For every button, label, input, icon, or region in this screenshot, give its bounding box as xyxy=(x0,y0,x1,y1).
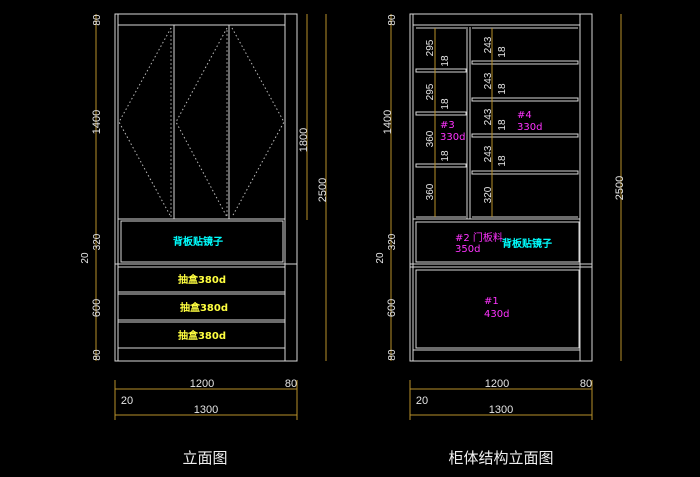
dimension-label: 1200 xyxy=(485,378,509,390)
dimension-label: 80 xyxy=(387,349,398,361)
dimension-label: 20 xyxy=(80,252,91,264)
right-vertical-dimensions: 80 1400 320 20 600 80 2500 xyxy=(375,14,626,361)
left-horizontal-dimensions: 1200 80 20 1300 xyxy=(114,378,298,420)
dimension-label: 243 xyxy=(483,145,494,162)
dimension-label: 320 xyxy=(387,233,398,250)
dimension-label: 2500 xyxy=(317,178,329,202)
drawer-label: 抽盒380d xyxy=(180,301,228,314)
tag-4-depth: 330d xyxy=(517,122,542,133)
dimension-label: 295 xyxy=(425,83,436,100)
dimension-label: 20 xyxy=(121,395,133,407)
dimension-label: 295 xyxy=(425,39,436,56)
dimension-label: 80 xyxy=(285,378,297,390)
dimension-label: 360 xyxy=(425,130,436,147)
dimension-label: 18 xyxy=(440,150,451,162)
drawer-1[interactable] xyxy=(117,266,286,293)
tag-3: #3 xyxy=(440,120,455,131)
tag-3-depth: 330d xyxy=(440,132,465,143)
dimension-label: 243 xyxy=(483,72,494,89)
dimension-label: 600 xyxy=(91,299,103,317)
left-column-shelves xyxy=(415,27,467,218)
dimension-label: 1300 xyxy=(489,404,513,416)
dimension-label: 1300 xyxy=(194,404,218,416)
right-horizontal-dimensions: 1200 80 20 1300 xyxy=(409,378,593,420)
dimension-label: 18 xyxy=(440,55,451,67)
dimension-label: 18 xyxy=(497,46,508,58)
tag-2: #2 门板料 xyxy=(455,231,503,244)
dimension-label: 1800 xyxy=(298,128,310,152)
mirror-label: 背板贴镜子 xyxy=(173,235,223,248)
left-vertical-dimensions: 80 1400 320 20 600 80 1800 2500 xyxy=(80,14,329,361)
dimension-label: 18 xyxy=(497,155,508,167)
mirror-label: 背板贴镜子 xyxy=(502,237,552,250)
left-column-dims: 295 18 295 18 360 18 360 xyxy=(425,39,451,200)
dimension-label: 18 xyxy=(497,119,508,131)
drawer-2[interactable] xyxy=(117,293,286,321)
right-title: 柜体结构立面图 xyxy=(448,449,553,467)
dimension-label: 1400 xyxy=(382,110,394,134)
dimension-label: 320 xyxy=(92,233,103,250)
left-title: 立面图 xyxy=(182,449,227,467)
drawer-label: 抽盒380d xyxy=(178,273,226,286)
drawer-label: 抽盒380d xyxy=(178,329,226,342)
right-column-shelves xyxy=(471,27,579,218)
tag-2-depth: 350d xyxy=(455,244,480,255)
dimension-label: 1200 xyxy=(190,378,214,390)
right-elevation: 295 18 295 18 360 18 360 243 18 243 18 2… xyxy=(375,13,626,467)
dimension-label: 18 xyxy=(497,83,508,95)
dimension-label: 80 xyxy=(580,378,592,390)
dimension-label: 18 xyxy=(440,98,451,110)
left-elevation: 背板贴镜子 抽盒380d 抽盒380d 抽盒380d 80 1400 320 2… xyxy=(80,13,329,467)
right-column-dims: 243 18 243 18 243 18 243 18 320 xyxy=(483,36,508,203)
dimension-label: 360 xyxy=(425,183,436,200)
tag-4: #4 xyxy=(517,110,532,121)
dimension-label: 80 xyxy=(387,14,398,26)
dimension-label: 80 xyxy=(92,349,103,361)
tag-1-depth: 430d xyxy=(484,309,509,320)
dimension-label: 243 xyxy=(483,36,494,53)
dimension-label: 600 xyxy=(386,299,398,317)
dimension-label: 243 xyxy=(483,108,494,125)
dimension-label: 80 xyxy=(92,14,103,26)
drawer-3[interactable] xyxy=(117,321,286,349)
dimension-label: 2500 xyxy=(614,176,626,200)
sliding-doors[interactable] xyxy=(118,25,285,219)
dimension-label: 20 xyxy=(375,252,386,264)
tag-1: #1 xyxy=(484,296,499,307)
dimension-label: 20 xyxy=(416,395,428,407)
dimension-label: 1400 xyxy=(91,110,103,134)
dimension-label: 320 xyxy=(483,186,494,203)
